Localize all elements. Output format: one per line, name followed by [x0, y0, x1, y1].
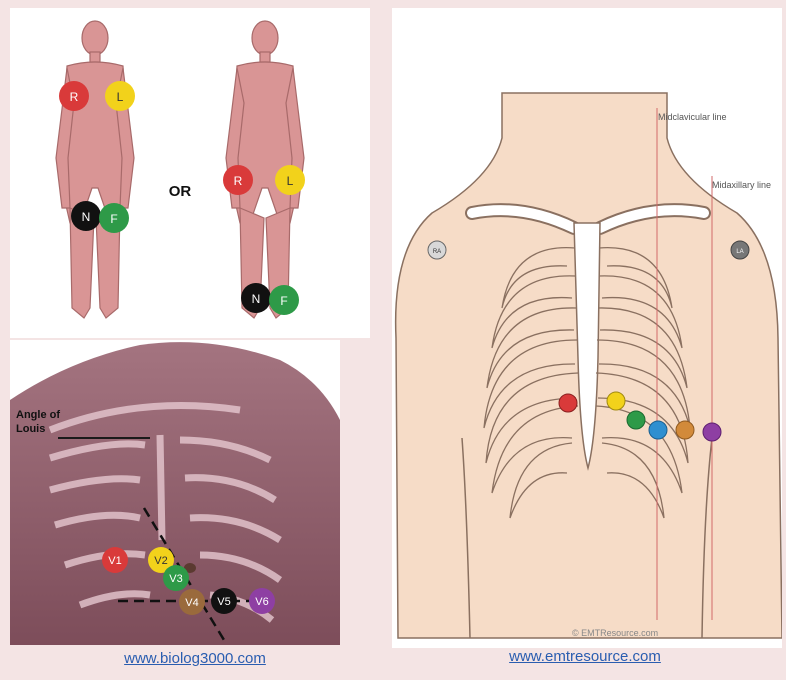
electrode-n-right: N	[241, 283, 271, 313]
emt-watermark: © EMTResource.com	[572, 628, 658, 638]
svg-text:LA: LA	[736, 249, 743, 255]
svg-text:N: N	[252, 292, 261, 306]
limb-lead-panel: OR R L N F R	[10, 8, 370, 338]
limb-lead-diagram: OR R L N F R	[10, 8, 370, 338]
angle-label-line2: Louis	[16, 423, 45, 435]
svg-text:R: R	[234, 174, 243, 188]
caption-link-biolog[interactable]: www.biolog3000.com	[100, 650, 290, 667]
svg-text:L: L	[117, 90, 124, 104]
ra-marker: RA	[428, 241, 446, 259]
electrode-n-left: N	[71, 201, 101, 231]
emt-electrode-v4	[649, 421, 667, 439]
chest-photo-diagram: Angle of Louis V1 V2 V3 V4	[10, 340, 340, 645]
emt-chest-diagram: Midclavicular line Midaxillary line RA L…	[392, 8, 782, 648]
caption-link-emtresource[interactable]: www.emtresource.com	[480, 648, 690, 665]
svg-text:R: R	[70, 90, 79, 104]
electrode-l-right: L	[275, 165, 305, 195]
angle-label-line1: Angle of	[16, 409, 60, 421]
electrode-v3: V3	[163, 565, 189, 591]
svg-text:N: N	[82, 210, 91, 224]
electrode-v4: V4	[179, 589, 205, 615]
svg-text:F: F	[280, 294, 287, 308]
midclavicular-label: Midclavicular line	[658, 112, 727, 122]
emt-electrode-v1	[559, 394, 577, 412]
chest-photo-panel: Angle of Louis V1 V2 V3 V4	[10, 340, 340, 645]
electrode-v1: V1	[102, 547, 128, 573]
electrode-r-right: R	[223, 165, 253, 195]
body-figure-left	[56, 21, 134, 318]
or-label: OR	[169, 183, 192, 200]
svg-text:V6: V6	[255, 596, 268, 608]
svg-text:F: F	[110, 212, 117, 226]
electrode-r-left: R	[59, 81, 89, 111]
emt-chest-panel: Midclavicular line Midaxillary line RA L…	[392, 8, 782, 648]
svg-text:L: L	[287, 174, 294, 188]
svg-text:V1: V1	[108, 555, 121, 567]
midaxillary-label: Midaxillary line	[712, 180, 771, 190]
svg-text:V3: V3	[169, 573, 182, 585]
svg-text:V5: V5	[217, 596, 230, 608]
la-marker: LA	[731, 241, 749, 259]
electrode-v5: V5	[211, 588, 237, 614]
electrode-f-left: F	[99, 203, 129, 233]
electrode-l-left: L	[105, 81, 135, 111]
emt-electrode-v6	[703, 423, 721, 441]
emt-electrode-v2	[607, 392, 625, 410]
svg-text:V2: V2	[154, 555, 167, 567]
electrode-v6: V6	[249, 588, 275, 614]
emt-electrode-v5	[676, 421, 694, 439]
svg-text:RA: RA	[433, 249, 441, 255]
svg-text:V4: V4	[185, 597, 198, 609]
electrode-f-right: F	[269, 285, 299, 315]
emt-electrode-v3	[627, 411, 645, 429]
